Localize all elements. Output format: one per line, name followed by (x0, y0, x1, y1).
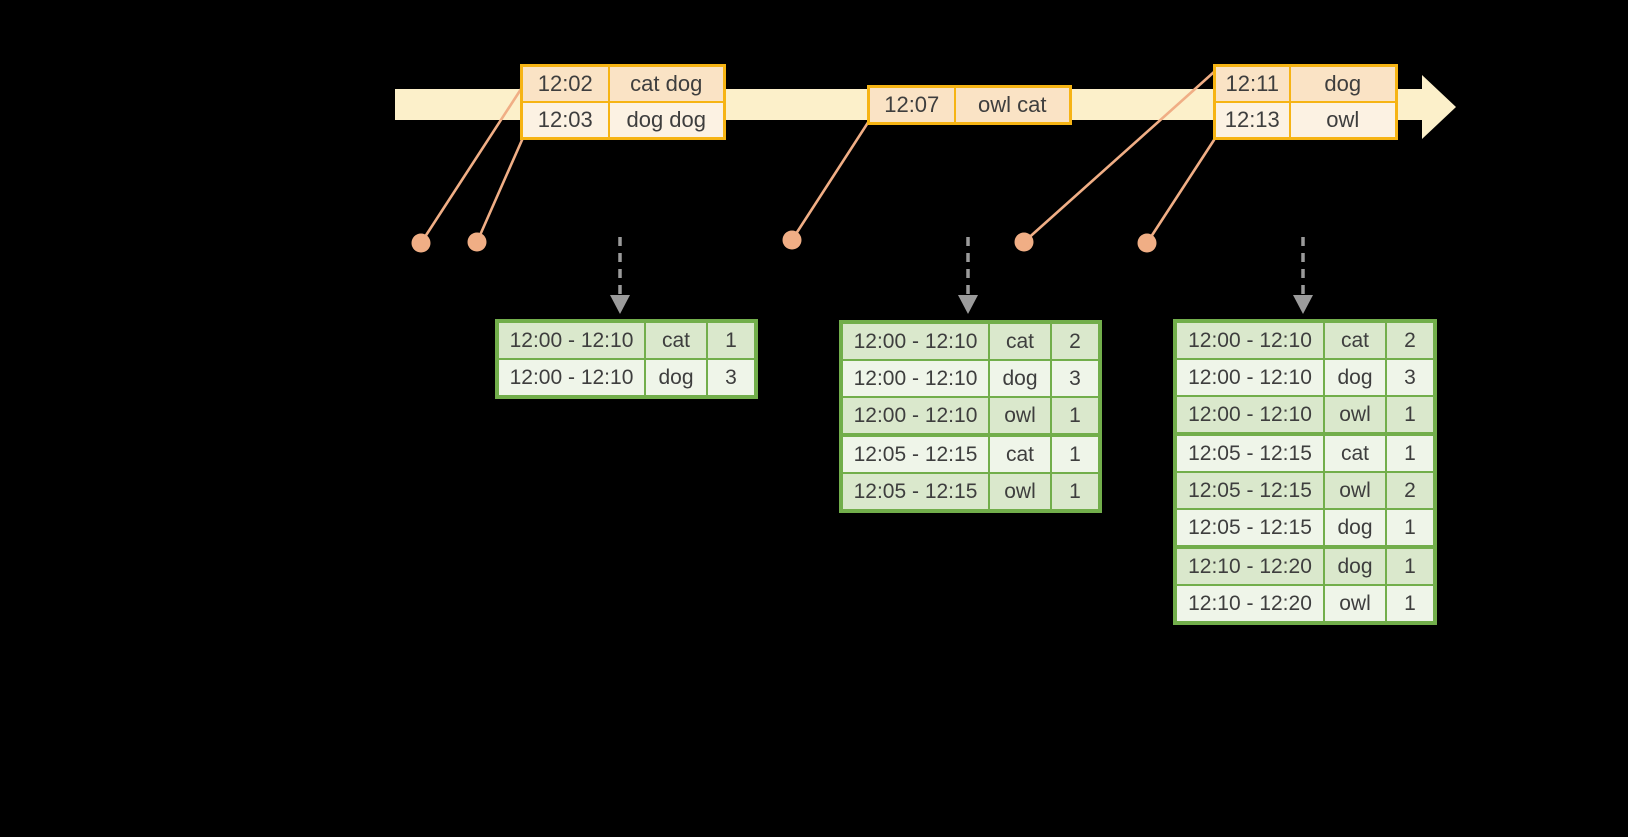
result-row: 12:00 - 12:10 cat 2 (1174, 320, 1436, 360)
time-cell: 12:11 (1213, 64, 1291, 103)
event-row: 12:03 dog dog (520, 101, 726, 140)
words-cell: owl (1288, 101, 1398, 140)
window-cell: 12:05 - 12:15 (840, 433, 990, 474)
word-cell: cat (644, 320, 708, 360)
window-cell: 12:00 - 12:10 (496, 320, 646, 360)
result-row: 12:05 - 12:15 cat 1 (840, 433, 1101, 474)
event-connector-lines (419, 70, 1216, 245)
count-cell: 1 (1050, 472, 1101, 512)
event-dot-5 (1137, 233, 1157, 253)
word-cell: cat (1323, 320, 1387, 360)
result-row: 12:00 - 12:10 owl 1 (1174, 395, 1436, 435)
word-cell: dog (644, 358, 708, 398)
count-cell: 2 (1385, 320, 1436, 360)
words-cell: cat dog (607, 64, 726, 103)
word-cell: cat (1323, 432, 1387, 473)
result-row: 12:05 - 12:15 owl 2 (1174, 471, 1436, 510)
words-cell: owl cat (953, 85, 1072, 125)
window-cell: 12:05 - 12:15 (1174, 471, 1325, 510)
count-cell: 1 (1050, 433, 1101, 474)
word-cell: owl (1323, 471, 1387, 510)
window-cell: 12:05 - 12:15 (1174, 508, 1325, 548)
event-dot-1 (411, 233, 431, 253)
window-cell: 12:00 - 12:10 (1174, 395, 1325, 435)
result-row: 12:05 - 12:15 dog 1 (1174, 508, 1436, 548)
event-dot-2 (467, 232, 487, 252)
event-table-1: 12:02 cat dog 12:03 dog dog (520, 64, 726, 140)
word-cell: owl (1323, 584, 1387, 624)
count-cell: 3 (1385, 358, 1436, 397)
result-row: 12:05 - 12:15 owl 1 (840, 472, 1101, 512)
event-row: 12:07 owl cat (867, 85, 1072, 125)
window-cell: 12:05 - 12:15 (1174, 432, 1325, 473)
window-cell: 12:00 - 12:10 (840, 396, 990, 436)
word-cell: dog (1323, 545, 1387, 586)
result-row: 12:00 - 12:10 cat 1 (496, 320, 757, 360)
count-cell: 2 (1385, 471, 1436, 510)
window-cell: 12:10 - 12:20 (1174, 584, 1325, 624)
window-cell: 12:00 - 12:10 (496, 358, 646, 398)
word-cell: owl (1323, 395, 1387, 435)
time-cell: 12:02 (520, 64, 610, 103)
trigger-arrowhead-icon-3 (1293, 295, 1313, 314)
event-table-2: 12:07 owl cat (867, 85, 1072, 125)
time-cell: 12:13 (1213, 101, 1291, 140)
word-cell: dog (1323, 508, 1387, 548)
window-cell: 12:05 - 12:15 (840, 472, 990, 512)
word-cell: owl (988, 396, 1052, 436)
result-row: 12:00 - 12:10 dog 3 (496, 358, 757, 398)
event-connector-line-5 (1145, 138, 1216, 245)
trigger-arrowhead-icon-1 (610, 295, 630, 314)
event-connector-line-1 (419, 84, 525, 245)
result-row: 12:00 - 12:10 dog 3 (840, 359, 1101, 398)
count-cell: 1 (1050, 396, 1101, 436)
event-connector-line-3 (790, 119, 871, 242)
event-row: 12:13 owl (1213, 101, 1398, 140)
window-cell: 12:00 - 12:10 (840, 359, 990, 398)
time-cell: 12:03 (520, 101, 610, 140)
result-row: 12:00 - 12:10 owl 1 (840, 396, 1101, 436)
result-row: 12:00 - 12:10 cat 2 (840, 321, 1101, 361)
result-row: 12:00 - 12:10 dog 3 (1174, 358, 1436, 397)
count-cell: 3 (706, 358, 757, 398)
result-row: 12:10 - 12:20 dog 1 (1174, 545, 1436, 586)
count-cell: 1 (1385, 432, 1436, 473)
result-table-3: 12:00 - 12:10 cat 2 12:00 - 12:10 dog 3 … (1173, 319, 1437, 625)
words-cell: dog (1288, 64, 1398, 103)
event-dot-4 (1014, 232, 1034, 252)
count-cell: 1 (1385, 508, 1436, 548)
window-cell: 12:00 - 12:10 (1174, 358, 1325, 397)
window-cell: 12:00 - 12:10 (840, 321, 990, 361)
result-table-2: 12:00 - 12:10 cat 2 12:00 - 12:10 dog 3 … (839, 320, 1102, 513)
result-row: 12:10 - 12:20 owl 1 (1174, 584, 1436, 624)
event-connector-line-2 (475, 138, 524, 244)
timeline-arrowhead-icon (1422, 75, 1456, 139)
count-cell: 3 (1050, 359, 1101, 398)
event-dots (411, 230, 1157, 253)
event-table-3: 12:11 dog 12:13 owl (1213, 64, 1398, 140)
word-cell: owl (988, 472, 1052, 512)
event-dot-3 (782, 230, 802, 250)
event-row: 12:02 cat dog (520, 64, 726, 103)
event-row: 12:11 dog (1213, 64, 1398, 103)
window-cell: 12:10 - 12:20 (1174, 545, 1325, 586)
result-table-1: 12:00 - 12:10 cat 1 12:00 - 12:10 dog 3 (495, 319, 758, 399)
count-cell: 1 (706, 320, 757, 360)
time-cell: 12:07 (867, 85, 956, 125)
word-cell: cat (988, 321, 1052, 361)
count-cell: 1 (1385, 545, 1436, 586)
event-connector-line-4 (1022, 70, 1216, 244)
word-cell: dog (1323, 358, 1387, 397)
word-cell: cat (988, 433, 1052, 474)
window-cell: 12:00 - 12:10 (1174, 320, 1325, 360)
result-row: 12:05 - 12:15 cat 1 (1174, 432, 1436, 473)
word-cell: dog (988, 359, 1052, 398)
words-cell: dog dog (607, 101, 726, 140)
count-cell: 1 (1385, 584, 1436, 624)
count-cell: 1 (1385, 395, 1436, 435)
count-cell: 2 (1050, 321, 1101, 361)
trigger-arrowhead-icon-2 (958, 295, 978, 314)
trigger-arrows (610, 237, 1313, 314)
